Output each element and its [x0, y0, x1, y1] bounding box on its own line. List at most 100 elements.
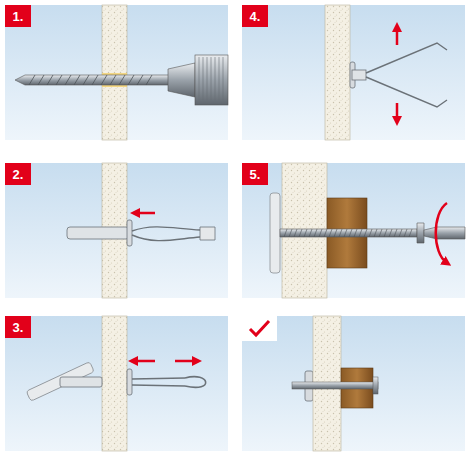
rotation-arrow — [436, 203, 447, 263]
drill-bit — [15, 75, 170, 85]
chuck-grip — [203, 57, 204, 103]
drill-flute — [137, 75, 143, 85]
direction-arrow — [396, 27, 399, 45]
drill-flute — [38, 75, 44, 85]
chuck-grip — [223, 57, 224, 103]
screw-thread — [339, 229, 342, 237]
anchor-flange — [127, 220, 132, 246]
screw-shank — [292, 382, 378, 389]
screw-thread — [399, 229, 402, 237]
direction-arrow — [135, 212, 155, 215]
screw-head — [373, 377, 378, 394]
screw-thread — [349, 229, 352, 237]
direction-arrow — [175, 360, 197, 363]
screw-thread — [409, 229, 412, 237]
anchor-strap — [132, 378, 185, 386]
screw-thread — [404, 229, 407, 237]
drill-body — [195, 55, 228, 105]
screw-thread — [394, 229, 397, 237]
direction-arrow — [396, 103, 399, 121]
wall-board — [325, 5, 350, 140]
anchor-strap — [132, 227, 200, 241]
step-number: 1. — [13, 9, 24, 24]
anchor-strap — [366, 43, 447, 107]
step-panel — [5, 163, 228, 298]
step-badge: 1. — [5, 5, 31, 27]
toggle-bar — [67, 227, 129, 239]
drill-chuck — [168, 63, 195, 97]
chuck-grip — [211, 57, 212, 103]
step-badge: 4. — [242, 5, 268, 27]
step-panel — [242, 163, 465, 298]
toggle-bar — [270, 193, 280, 273]
badge-background — [242, 316, 277, 341]
strap-end — [200, 227, 215, 240]
screw-thread — [304, 229, 307, 237]
anchor-sleeve — [352, 70, 366, 80]
panel-background — [242, 5, 465, 140]
drill-flute — [83, 75, 89, 85]
screw-thread — [319, 229, 322, 237]
screw-head — [417, 223, 424, 243]
screw-thread — [334, 229, 337, 237]
drill-flute — [110, 75, 116, 85]
screw-thread — [354, 229, 357, 237]
drill-flute — [146, 75, 152, 85]
step-panel — [242, 316, 465, 451]
screw-thread — [329, 229, 332, 237]
check-mark — [250, 321, 269, 335]
drill-flute — [47, 75, 53, 85]
step-badge: 5. — [242, 163, 268, 185]
direction-arrow — [133, 360, 155, 363]
chuck-grip — [215, 57, 216, 103]
drill-flute — [56, 75, 62, 85]
panel-background — [242, 316, 465, 451]
drill-flute — [29, 75, 35, 85]
step-number: 2. — [13, 167, 24, 182]
screw-thread — [299, 229, 302, 237]
step-badge: 3. — [5, 316, 31, 338]
step-number: 3. — [13, 320, 24, 335]
drill-flute — [65, 75, 71, 85]
drill-flute — [101, 75, 107, 85]
screw-thread — [309, 229, 312, 237]
screw-thread — [364, 229, 367, 237]
step-panel — [5, 5, 228, 140]
screw-thread — [359, 229, 362, 237]
screw-thread — [294, 229, 297, 237]
step-number: 5. — [250, 167, 261, 182]
drill-flute — [74, 75, 80, 85]
panel-background — [5, 5, 228, 140]
screw-thread — [284, 229, 287, 237]
chuck-grip — [199, 57, 200, 103]
panel-background — [5, 316, 228, 451]
screw-thread — [384, 229, 387, 237]
pull-loop — [185, 377, 206, 388]
step-badge: 2. — [5, 163, 31, 185]
screw-shank — [280, 229, 417, 237]
drill-flute — [119, 75, 125, 85]
screw-thread — [344, 229, 347, 237]
chuck-grip — [219, 57, 220, 103]
screw-thread — [374, 229, 377, 237]
screw-thread — [389, 229, 392, 237]
screw-thread — [314, 229, 317, 237]
drill-flute — [92, 75, 98, 85]
screw-thread — [324, 229, 327, 237]
drill-flute — [128, 75, 134, 85]
chuck-grip — [207, 57, 208, 103]
screw-thread — [379, 229, 382, 237]
step-number: 4. — [250, 9, 261, 24]
wall-board — [102, 5, 127, 140]
anchor-flange — [127, 369, 132, 395]
panel-background — [242, 163, 465, 298]
wall-board — [102, 316, 127, 451]
anchor-sleeve — [60, 377, 102, 387]
step-panel — [242, 5, 465, 140]
screw-thread — [289, 229, 292, 237]
step-panel — [5, 316, 228, 451]
screwdriver — [424, 227, 465, 239]
panel-background — [5, 163, 228, 298]
